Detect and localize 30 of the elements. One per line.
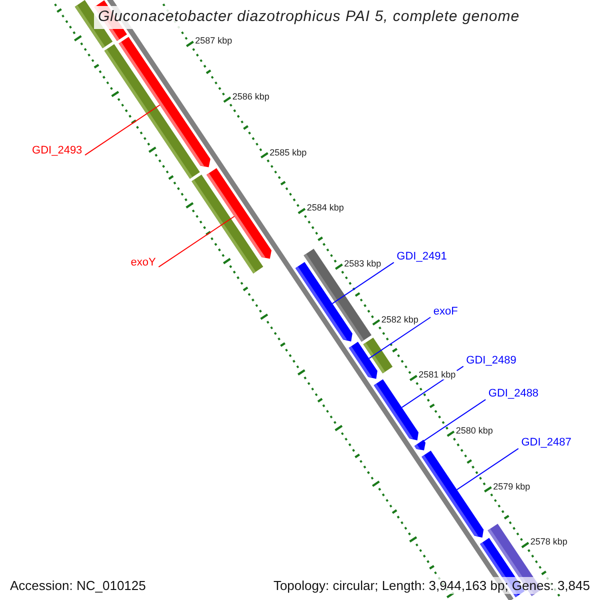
- scale-label: 2585 kbp: [268, 148, 308, 158]
- gene-feature: [104, 44, 200, 179]
- scale-label: 2587 kbp: [194, 36, 234, 46]
- leader-line: [158, 216, 235, 268]
- leader-line: [424, 399, 486, 442]
- leader-line: [456, 448, 519, 490]
- gene-feature: [414, 440, 426, 450]
- gene-label: GDI_2488: [488, 388, 539, 400]
- scale-label: 2583 kbp: [343, 259, 382, 268]
- gene-feature: [363, 338, 393, 374]
- gene-feature: [422, 450, 484, 538]
- gene-label: GDI_2487: [521, 438, 572, 448]
- scale-label: 2586 kbp: [231, 92, 270, 102]
- scale-label: 2581 kbp: [418, 370, 457, 380]
- gene-label: GDI_2491: [396, 251, 447, 262]
- gene-label: GDI_2493: [32, 145, 82, 156]
- gene-feature: [374, 379, 418, 440]
- leader-line: [332, 262, 394, 304]
- scale-label: 2579 kbp: [492, 482, 532, 492]
- scale-label: 2578 kbp: [529, 538, 568, 547]
- leader-line: [84, 104, 160, 156]
- gene-feature: [192, 174, 264, 274]
- gene-label: exoF: [433, 306, 458, 318]
- leader-line: [368, 316, 432, 359]
- gene-label: GDI_2489: [466, 355, 516, 366]
- scale-label: 2580 kbp: [454, 426, 494, 436]
- genome-stats-note: Topology: circular; Length: 3,944,163 bp; Genes: 3,845: [271, 577, 592, 594]
- scale-label: 2584 kbp: [306, 204, 345, 213]
- gene-label: exoY: [130, 257, 156, 268]
- scale-label: 2582 kbp: [380, 315, 420, 324]
